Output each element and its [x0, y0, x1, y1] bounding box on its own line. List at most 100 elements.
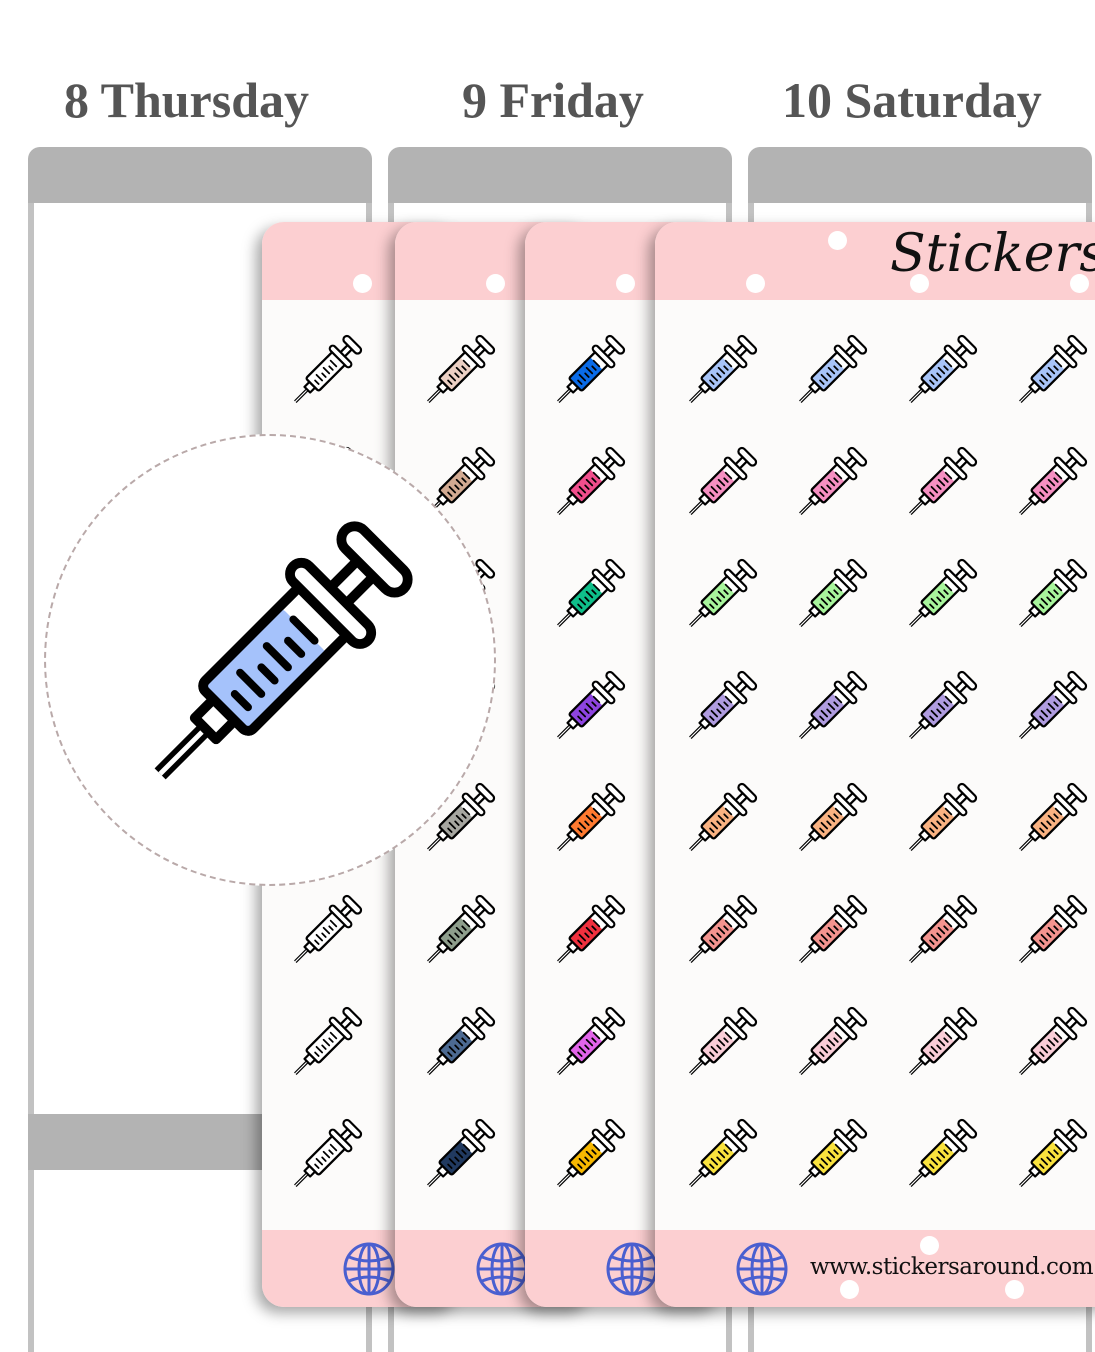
- syringe-icon: [689, 670, 758, 739]
- syringe-sticker: [675, 775, 765, 865]
- syringe-sticker: [543, 551, 633, 641]
- syringe-icon: [909, 334, 978, 403]
- syringe-icon: [909, 782, 978, 851]
- website-url: www.stickersaround.com: [810, 1254, 1094, 1280]
- syringe-icon: [799, 446, 868, 515]
- syringe-sticker: [280, 327, 370, 417]
- syringe-icon: [427, 334, 496, 403]
- syringe-icon: [909, 1118, 978, 1187]
- syringe-icon: [689, 334, 758, 403]
- syringe-icon: [427, 782, 496, 851]
- syringe-sticker: [413, 1111, 503, 1201]
- syringe-icon: [294, 1118, 363, 1187]
- syringe-icon: [1019, 782, 1088, 851]
- syringe-sticker: [675, 327, 765, 417]
- syringe-icon: [909, 446, 978, 515]
- day-label-saturday: 10 Saturday: [782, 72, 1042, 128]
- syringe-sticker: [785, 663, 875, 753]
- syringe-sticker: [785, 887, 875, 977]
- syringe-sticker: [1005, 999, 1095, 1089]
- syringe-icon: [909, 670, 978, 739]
- syringe-icon: [799, 334, 868, 403]
- syringe-sticker: [1005, 439, 1095, 529]
- syringe-sticker: [675, 439, 765, 529]
- globe-icon: [736, 1242, 788, 1296]
- syringe-icon: [1019, 670, 1088, 739]
- syringe-icon: [1019, 558, 1088, 627]
- syringe-icon: [1019, 1006, 1088, 1075]
- syringe-sticker: [543, 1111, 633, 1201]
- syringe-icon: [689, 1006, 758, 1075]
- magnified-syringe-circle: [44, 434, 496, 886]
- syringe-icon: [557, 446, 626, 515]
- syringe-icon: [1019, 1118, 1088, 1187]
- syringe-sticker: [413, 775, 503, 865]
- syringe-sticker: [785, 999, 875, 1089]
- syringe-sticker: [413, 999, 503, 1089]
- syringe-icon: [557, 894, 626, 963]
- syringe-icon: [557, 782, 626, 851]
- syringe-icon: [557, 670, 626, 739]
- syringe-icon: [557, 334, 626, 403]
- globe-icon: [343, 1242, 395, 1296]
- syringe-icon: [294, 1006, 363, 1075]
- syringe-sticker: [543, 663, 633, 753]
- syringe-sticker: [543, 999, 633, 1089]
- syringe-icon: [689, 558, 758, 627]
- syringe-sticker: [785, 327, 875, 417]
- planner-band: [28, 1114, 268, 1170]
- syringe-icon: [799, 558, 868, 627]
- sticker-sheet: Stickers Around www.stickersaround.com: [655, 222, 1095, 1307]
- day-label-thursday: 8 Thursday: [64, 72, 310, 128]
- syringe-icon: [799, 894, 868, 963]
- syringe-sticker: [785, 775, 875, 865]
- syringe-icon: [1019, 894, 1088, 963]
- syringe-sticker: [785, 439, 875, 529]
- syringe-icon: [557, 558, 626, 627]
- syringe-sticker: [1005, 663, 1095, 753]
- syringe-sticker: [675, 999, 765, 1089]
- syringe-sticker: [895, 887, 985, 977]
- globe-icon: [476, 1242, 528, 1296]
- syringe-icon: [1019, 446, 1088, 515]
- syringe-sticker: [1005, 1111, 1095, 1201]
- syringe-sticker: [280, 887, 370, 977]
- syringe-sticker: [413, 327, 503, 417]
- syringe-sticker: [895, 551, 985, 641]
- syringe-sticker: [543, 327, 633, 417]
- syringe-icon: [689, 894, 758, 963]
- syringe-icon: [689, 782, 758, 851]
- syringe-sticker: [895, 1111, 985, 1201]
- syringe-sticker: [785, 551, 875, 641]
- day-label-friday: 9 Friday: [462, 72, 644, 128]
- syringe-icon: [427, 1118, 496, 1187]
- sheet-header: Stickers Around: [655, 222, 1095, 300]
- syringe-sticker: [895, 999, 985, 1089]
- syringe-sticker: [785, 1111, 875, 1201]
- sheet-footer: www.stickersaround.com: [655, 1230, 1095, 1307]
- syringe-icon-large: [154, 521, 413, 780]
- syringe-sticker: [280, 999, 370, 1089]
- syringe-icon: [427, 446, 496, 515]
- syringe-icon: [689, 446, 758, 515]
- syringe-sticker: [543, 887, 633, 977]
- syringe-sticker: [1005, 327, 1095, 417]
- syringe-icon: [294, 334, 363, 403]
- syringe-icon: [799, 782, 868, 851]
- syringe-icon: [909, 894, 978, 963]
- syringe-icon: [557, 1118, 626, 1187]
- syringe-sticker: [675, 1111, 765, 1201]
- syringe-sticker: [1005, 551, 1095, 641]
- syringe-sticker: [1005, 887, 1095, 977]
- syringe-sticker: [675, 551, 765, 641]
- syringe-sticker: [413, 439, 503, 529]
- syringe-sticker: [413, 887, 503, 977]
- syringe-icon: [1019, 334, 1088, 403]
- syringe-icon: [909, 558, 978, 627]
- syringe-sticker: [895, 439, 985, 529]
- syringe-sticker: [895, 327, 985, 417]
- syringe-sticker: [543, 439, 633, 529]
- syringe-icon: [294, 894, 363, 963]
- syringe-icon: [799, 670, 868, 739]
